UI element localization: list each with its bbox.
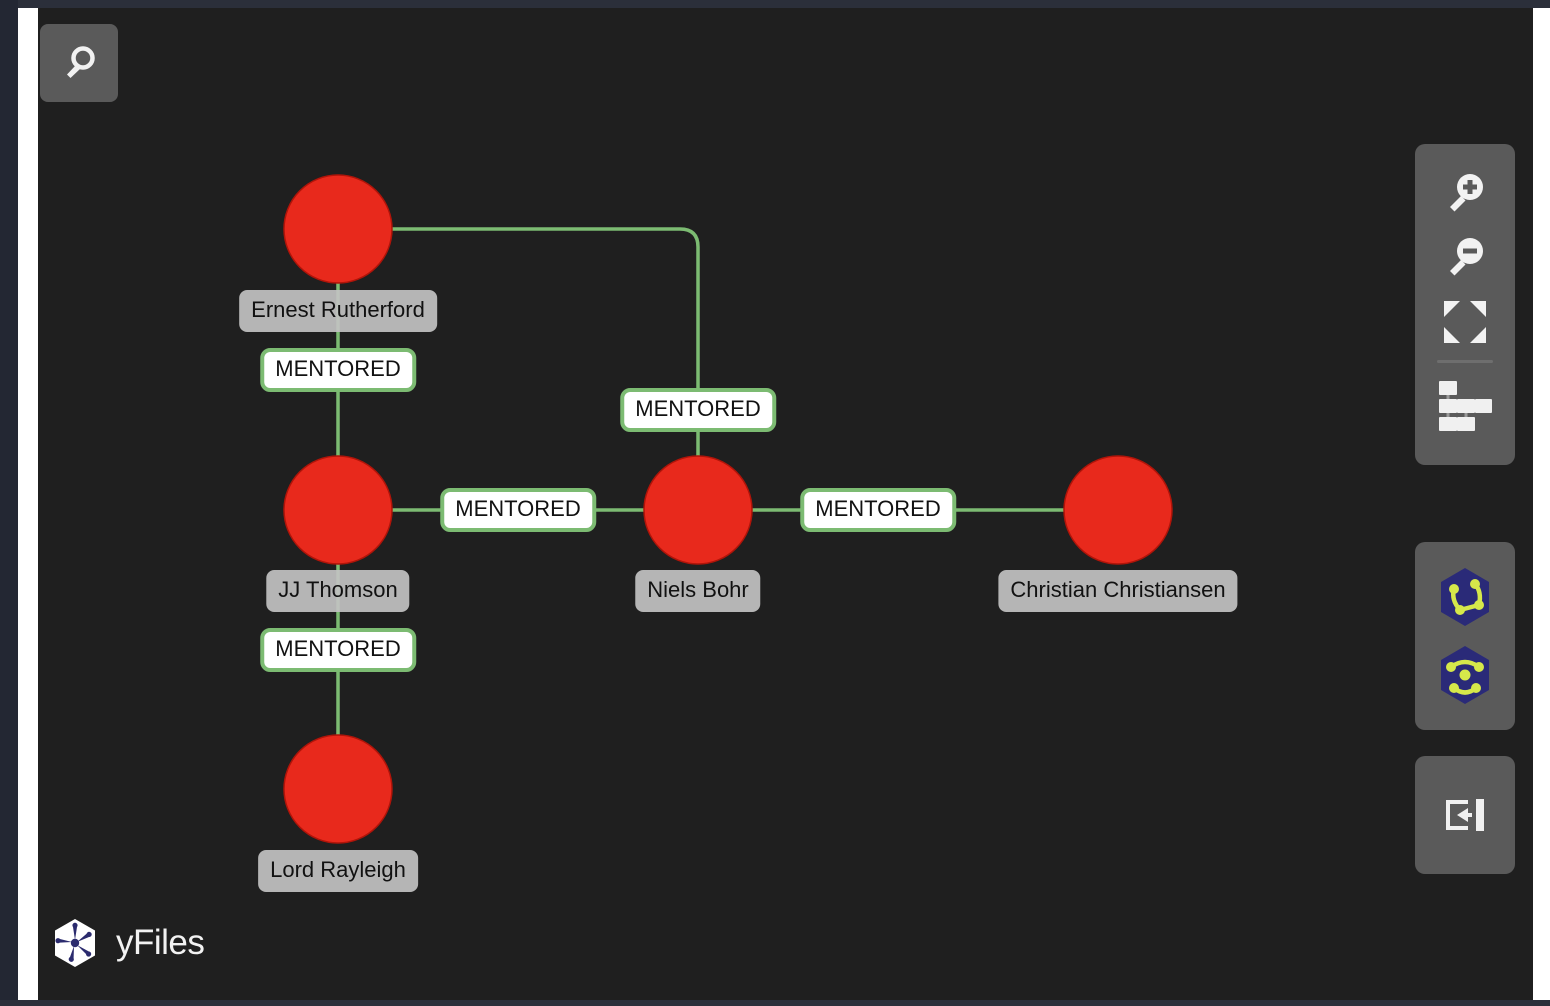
fit-content-button[interactable] [1424,290,1506,354]
zoom-in-icon [1450,174,1483,212]
window-chrome-bottom [0,1000,1550,1006]
graph-layout-icon [1439,381,1492,431]
toggle-sidebar-button[interactable] [1424,783,1506,847]
window-chrome-left [0,0,18,1006]
graph-node [283,455,393,565]
zoom-toolbar [1415,144,1515,465]
layout-button[interactable] [1424,367,1506,445]
panel-toolbar [1415,756,1515,874]
graph-node [1063,455,1173,565]
zoom-out-icon [1450,238,1483,276]
layout-modes-toolbar [1415,542,1515,730]
graph-svg [283,174,1173,844]
nodes-layer [283,174,1173,844]
zoom-out-button[interactable] [1424,226,1506,290]
graph-edge [338,227,700,510]
zoom-in-button[interactable] [1424,162,1506,226]
window-chrome-top [0,0,1550,8]
radial-layout-button[interactable] [1424,636,1506,714]
graph-node [283,734,393,844]
collapse-panel-icon [1446,799,1484,831]
search-button[interactable] [40,24,118,102]
organic-graph-icon [1441,568,1489,626]
organic-layout-button[interactable] [1424,558,1506,636]
yfiles-watermark-text: yFiles [116,923,205,962]
yfiles-watermark: yFiles [50,918,205,968]
search-icon [67,46,95,78]
fit-content-icon [1444,301,1486,343]
yfiles-logo-icon [55,919,95,967]
graph-node [643,455,753,565]
graph-node [283,174,393,284]
toolbar-divider [1437,360,1493,363]
radial-graph-icon [1441,646,1489,704]
